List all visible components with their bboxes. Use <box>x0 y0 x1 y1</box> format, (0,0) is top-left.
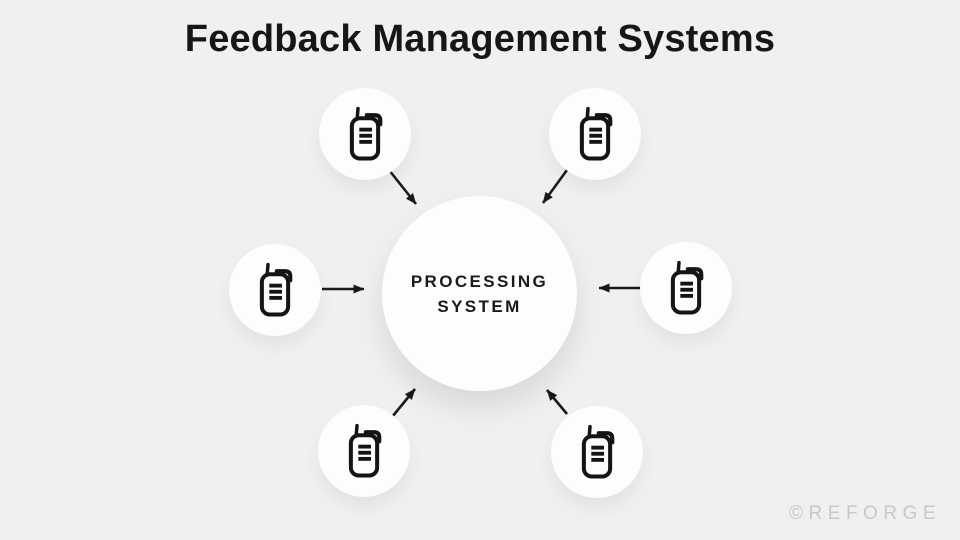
slide-title: Feedback Management Systems <box>184 18 776 60</box>
walkie-talkie-icon <box>344 423 384 479</box>
arrow-bottom-left-to-hub <box>390 388 417 418</box>
feedback-source-node-middle-right <box>640 242 732 334</box>
walkie-talkie-icon <box>575 106 615 162</box>
arrow-bottom-right-to-hub <box>546 389 568 415</box>
feedback-source-node-top-left <box>319 88 411 180</box>
feedback-source-node-bottom-right <box>551 406 643 498</box>
walkie-talkie-icon <box>577 424 617 480</box>
feedback-source-node-middle-left <box>229 244 321 336</box>
arrow-top-left-to-hub <box>387 169 418 205</box>
walkie-talkie-icon <box>666 260 706 316</box>
hub-label: PROCESSING SYSTEM <box>411 269 548 319</box>
arrow-top-right-to-hub <box>541 169 569 204</box>
walkie-talkie-icon <box>345 106 385 162</box>
feedback-source-node-bottom-left <box>318 405 410 497</box>
processing-system-hub: PROCESSING SYSTEM <box>382 196 577 391</box>
feedback-source-node-top-right <box>549 88 641 180</box>
walkie-talkie-icon <box>255 262 295 318</box>
reforge-watermark: ©REFORGE <box>789 503 941 524</box>
hub-label-line2: SYSTEM <box>437 296 522 316</box>
hub-label-line1: PROCESSING <box>410 271 549 291</box>
